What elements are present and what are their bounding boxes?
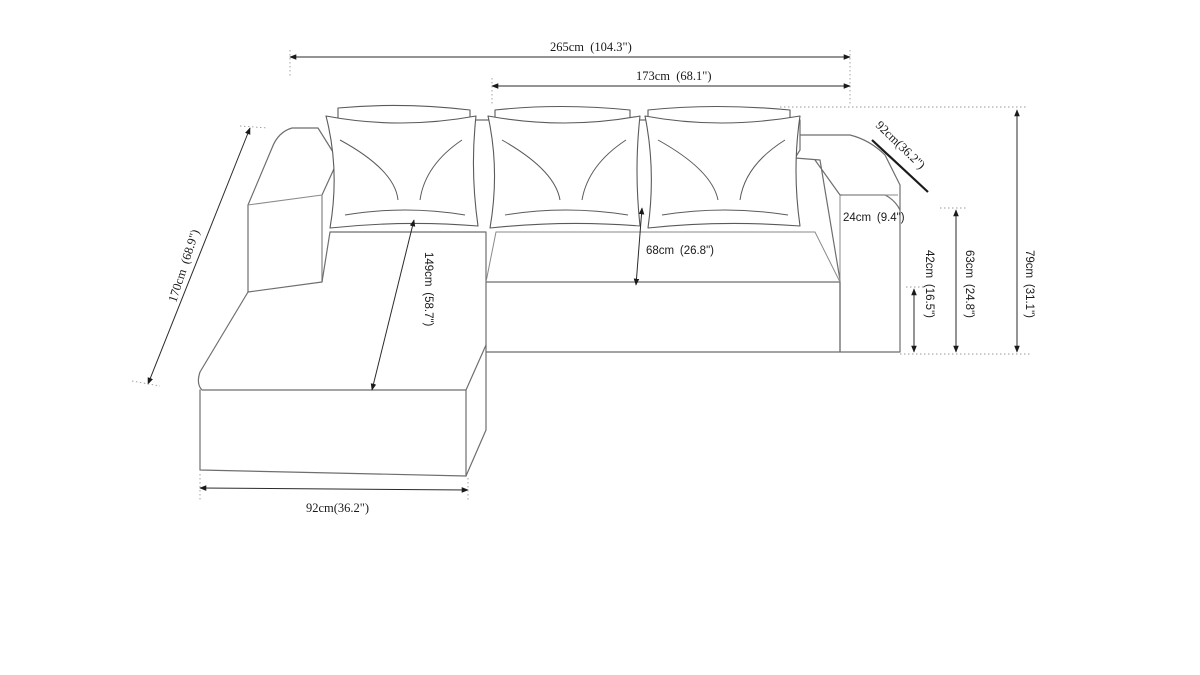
chaise-top [197, 231, 487, 391]
chaise-width-line [199, 485, 469, 493]
armrest-width-label: 24cm (9.4") [843, 212, 905, 224]
chaise-front [199, 389, 467, 477]
chaise-width-label: 92cm(36.2") [306, 501, 369, 515]
dimension-lines [131, 50, 1030, 502]
back-depth-label: 92cm(36.2") [873, 118, 928, 172]
cushion-right [644, 115, 801, 229]
right-armrest-top [799, 134, 901, 211]
main-seat-top [485, 231, 841, 283]
side-length-line [147, 127, 251, 385]
sofa-drawing [197, 119, 901, 477]
right-armrest [794, 157, 901, 353]
pillows [325, 104, 801, 229]
seat-width-label: 173cm (68.1") [636, 69, 712, 83]
total-height-label: 79cm (31.1") [1023, 250, 1035, 318]
back-depth-line [871, 139, 929, 193]
left-armrest-face [247, 194, 323, 206]
cushion-left [325, 115, 479, 229]
side-length-ext-top [239, 125, 269, 129]
arm-height-label: 63cm (24.8") [963, 250, 975, 318]
main-seat-front [485, 281, 841, 353]
cushion-middle [487, 115, 641, 229]
seat-depth-line [633, 207, 645, 286]
seat-height-label: 42cm (16.5") [923, 250, 935, 318]
side-length-label: 170cm (68.9") [166, 228, 203, 304]
chaise-side [465, 344, 487, 477]
chaise-length-label: 149cm (58.7") [422, 252, 434, 327]
seat-depth-label: 68cm (26.8") [646, 245, 714, 257]
chaise-length-line [370, 219, 416, 391]
overall-width-label: 265cm (104.3") [550, 40, 632, 54]
side-length-ext-bottom [131, 380, 161, 387]
